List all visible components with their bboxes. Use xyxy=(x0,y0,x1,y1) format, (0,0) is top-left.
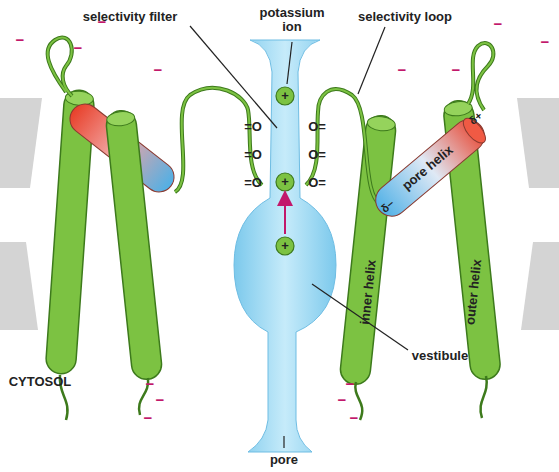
charge-sign: − xyxy=(398,62,407,79)
ion-charge: + xyxy=(281,239,289,253)
charge-sign: − xyxy=(541,34,550,51)
carbonyl-label: =O xyxy=(244,176,262,190)
part-label: outer helix xyxy=(463,259,484,326)
carbonyl-label: =O xyxy=(244,148,262,162)
carbonyl-label: O= xyxy=(308,120,326,134)
part-label: selectivity loop xyxy=(358,10,452,24)
part-label: vestibule xyxy=(412,349,468,363)
ion-label: potassium ion xyxy=(252,6,332,35)
charge-sign: − xyxy=(74,40,83,57)
loop xyxy=(48,37,72,96)
charge-label: δ+ xyxy=(467,109,485,127)
part-label: inner helix xyxy=(358,259,379,325)
part-label: selectivity filter xyxy=(83,10,178,24)
selectivity-loop xyxy=(306,89,382,205)
selectivity-loop xyxy=(306,89,382,205)
loop xyxy=(468,43,493,110)
region-label: CYTOSOL xyxy=(9,375,72,389)
helix xyxy=(105,109,163,381)
charge-sign: − xyxy=(16,32,25,49)
charge-sign: − xyxy=(154,62,163,79)
movement-arrow xyxy=(284,198,286,234)
carbonyl-label: O= xyxy=(308,148,326,162)
loop xyxy=(48,37,72,96)
charge-sign: − xyxy=(98,14,107,31)
pore-shape xyxy=(234,40,336,452)
pore-helix xyxy=(369,113,491,222)
loop xyxy=(468,43,493,110)
charge-label: δ− xyxy=(379,197,397,215)
part-label: pore xyxy=(270,453,298,467)
charge-sign: − xyxy=(146,376,155,393)
selectivity-loop xyxy=(175,88,262,192)
carbonyl-label: =O xyxy=(244,120,262,134)
charge-sign: − xyxy=(144,410,153,427)
ion-charge: + xyxy=(281,175,289,189)
potassium-ion xyxy=(276,87,294,255)
charge-sign: − xyxy=(156,392,165,409)
charge-sign: − xyxy=(346,376,355,393)
charge-sign: − xyxy=(338,392,347,409)
ion-charge: + xyxy=(281,89,289,103)
selectivity-loop xyxy=(175,88,262,192)
part-label: pore helix xyxy=(400,143,456,193)
carbonyl-label: O= xyxy=(308,176,326,190)
charge-sign: − xyxy=(350,410,359,427)
charge-sign: − xyxy=(494,16,503,33)
leader-line xyxy=(190,26,408,448)
charge-sign: − xyxy=(452,62,461,79)
